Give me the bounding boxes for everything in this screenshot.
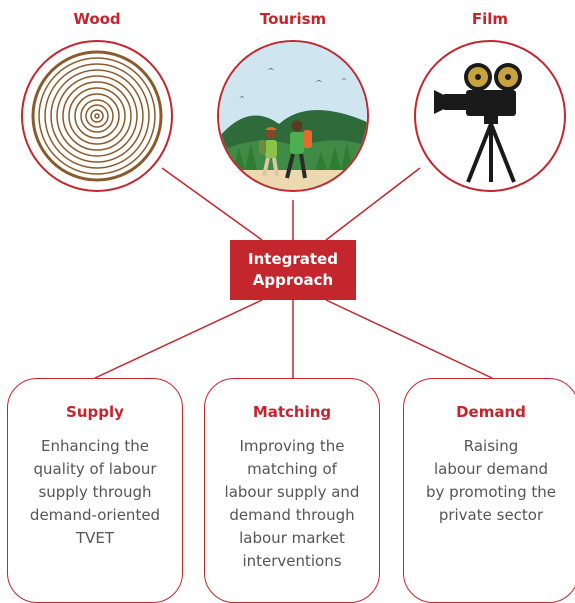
text-line: demand through (229, 506, 355, 524)
sector-title-wood: Wood (73, 10, 121, 28)
text-line: Raising (463, 437, 519, 455)
text-line: Enhancing the (40, 437, 150, 455)
pillar-demand: Demand Raising labour demand by promotin… (403, 378, 575, 603)
text-line: labour demand (433, 460, 549, 478)
center-label-line1: Integrated (248, 250, 338, 268)
pillar-supply: Supply Enhancing the quality of labour s… (7, 378, 183, 603)
connector-wood (161, 167, 263, 241)
text-line: demand-oriented (29, 506, 161, 524)
text-line: private sector (438, 506, 544, 524)
pillar-title-matching: Matching (252, 403, 332, 421)
sector-title-film: Film (471, 10, 509, 28)
connector-supply (94, 299, 263, 379)
pillar-text-supply: Enhancing the quality of labour supply t… (8, 435, 182, 550)
connector-demand (325, 299, 493, 379)
text-line: labour market (239, 529, 345, 547)
pillar-text-demand: Raising labour demand by promoting the p… (404, 435, 575, 527)
film-camera-icon (434, 63, 522, 183)
tree-rings-icon (31, 50, 163, 182)
sector-title-tourism: Tourism (259, 10, 327, 28)
text-line: quality of labour (33, 460, 157, 478)
text-line: labour supply and (224, 483, 360, 501)
hikers-illustration (219, 42, 367, 190)
pillar-text-matching: Improving the matching of labour supply … (205, 435, 379, 573)
text-line: Improving the (239, 437, 345, 455)
pillar-title-demand: Demand (456, 403, 526, 421)
tourism-circle (217, 40, 369, 192)
center-label-line2: Approach (252, 271, 334, 289)
connector-film (325, 167, 421, 241)
pillar-title-supply: Supply (66, 403, 124, 421)
text-line: interventions (242, 552, 342, 570)
wood-circle (21, 40, 173, 192)
integrated-approach-box: Integrated Approach (230, 240, 356, 300)
text-line: supply through (38, 483, 152, 501)
text-line: TVET (75, 529, 115, 547)
pillar-matching: Matching Improving the matching of labou… (204, 378, 380, 603)
text-line: matching of (247, 460, 337, 478)
film-circle (414, 40, 566, 192)
text-line: by promoting the (426, 483, 556, 501)
